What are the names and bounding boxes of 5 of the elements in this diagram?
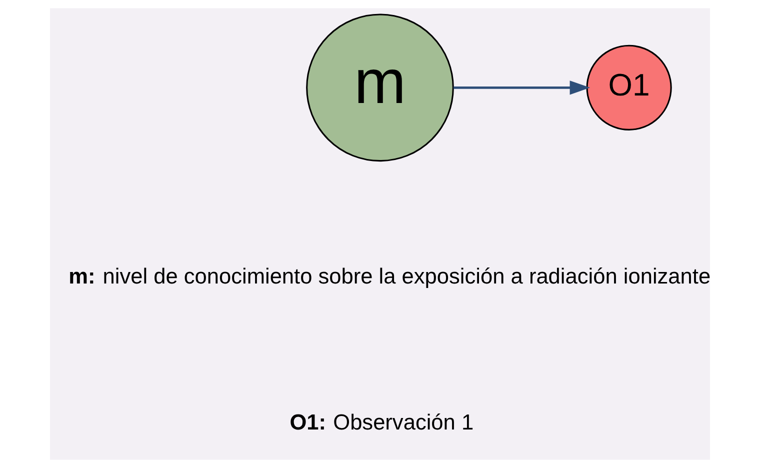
node-circle: O1	[586, 44, 672, 130]
label: m: nivel de conocimiento sobre la exposición a radiación ionizante	[68, 263, 710, 288]
label: O1: Observación 1	[289, 410, 474, 435]
arrow	[452, 80, 590, 95]
node-circle: m	[306, 14, 454, 162]
